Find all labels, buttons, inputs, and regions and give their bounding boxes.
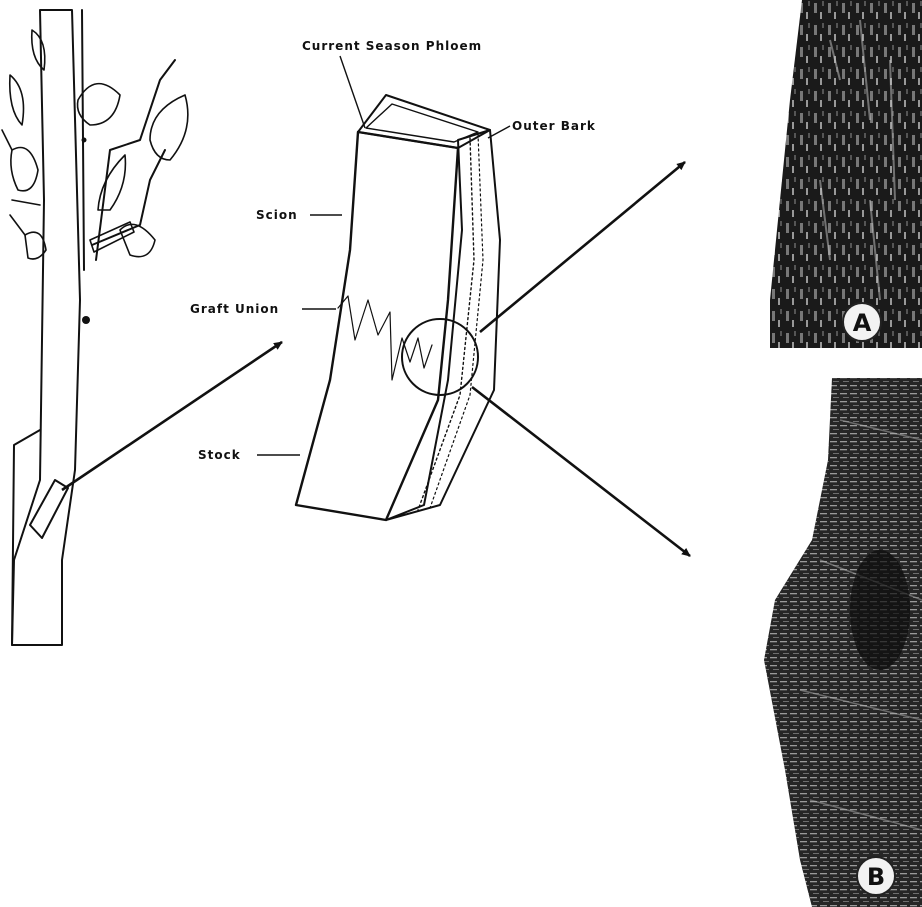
leaf <box>32 30 45 70</box>
photo-a: A <box>770 0 922 348</box>
leaf <box>150 95 188 160</box>
arrow-to-a <box>480 162 685 332</box>
label-scion-text: Scion <box>256 208 298 222</box>
label-stock-text: Stock <box>198 448 241 462</box>
label-stock: Stock <box>198 448 300 462</box>
bark-segment-diagram <box>296 95 500 520</box>
label-graft-union: Graft Union <box>190 302 336 316</box>
photo-b: B <box>764 378 922 907</box>
label-phloem-text: Current Season Phloem <box>302 39 482 53</box>
leaf <box>10 75 24 125</box>
leaf <box>11 148 38 191</box>
label-scion: Scion <box>256 208 342 222</box>
arrow-to-b <box>472 387 690 556</box>
photo-b-label: B <box>867 863 885 891</box>
label-outer-bark: Outer Bark <box>488 119 596 138</box>
label-phloem: Current Season Phloem <box>302 39 482 128</box>
leaf <box>78 84 121 125</box>
enlarge-arrow <box>62 342 282 490</box>
label-graft-union-text: Graft Union <box>190 302 279 316</box>
tree-illustration <box>2 10 188 645</box>
photo-a-label: A <box>853 309 872 337</box>
label-outer-bark-text: Outer Bark <box>512 119 596 133</box>
leaf <box>120 224 155 256</box>
graft-union-line <box>338 296 432 380</box>
leaf <box>98 155 125 210</box>
